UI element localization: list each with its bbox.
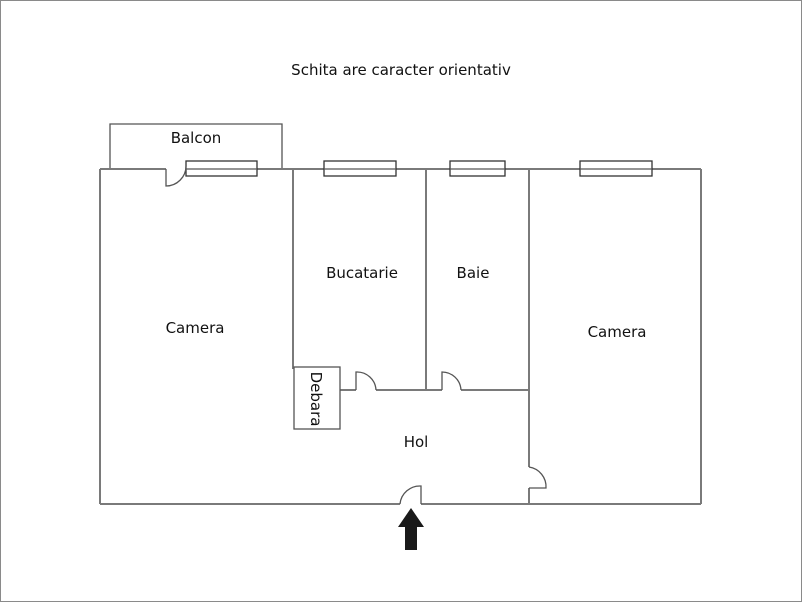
balcony [109, 123, 283, 169]
room-label-camera-right: Camera [588, 323, 647, 341]
door-bucatarie [355, 371, 377, 391]
room-label-debara: Debara [307, 372, 325, 427]
debara-closet [293, 366, 341, 430]
door-balcon [165, 165, 187, 187]
room-label-bucatarie: Bucatarie [326, 264, 398, 282]
arrow-up-icon [398, 508, 424, 550]
room-label-balcon: Balcon [171, 129, 222, 147]
room-label-hol: Hol [404, 433, 429, 451]
doors [165, 165, 547, 505]
windows [185, 160, 653, 177]
door-baie [441, 371, 462, 391]
interior-walls [292, 169, 530, 504]
plan-title: Schita are caracter orientativ [291, 61, 511, 79]
room-label-camera-left: Camera [166, 319, 225, 337]
door-entrance [399, 485, 422, 505]
door-camera-right [528, 466, 547, 489]
room-label-baie: Baie [457, 264, 490, 282]
